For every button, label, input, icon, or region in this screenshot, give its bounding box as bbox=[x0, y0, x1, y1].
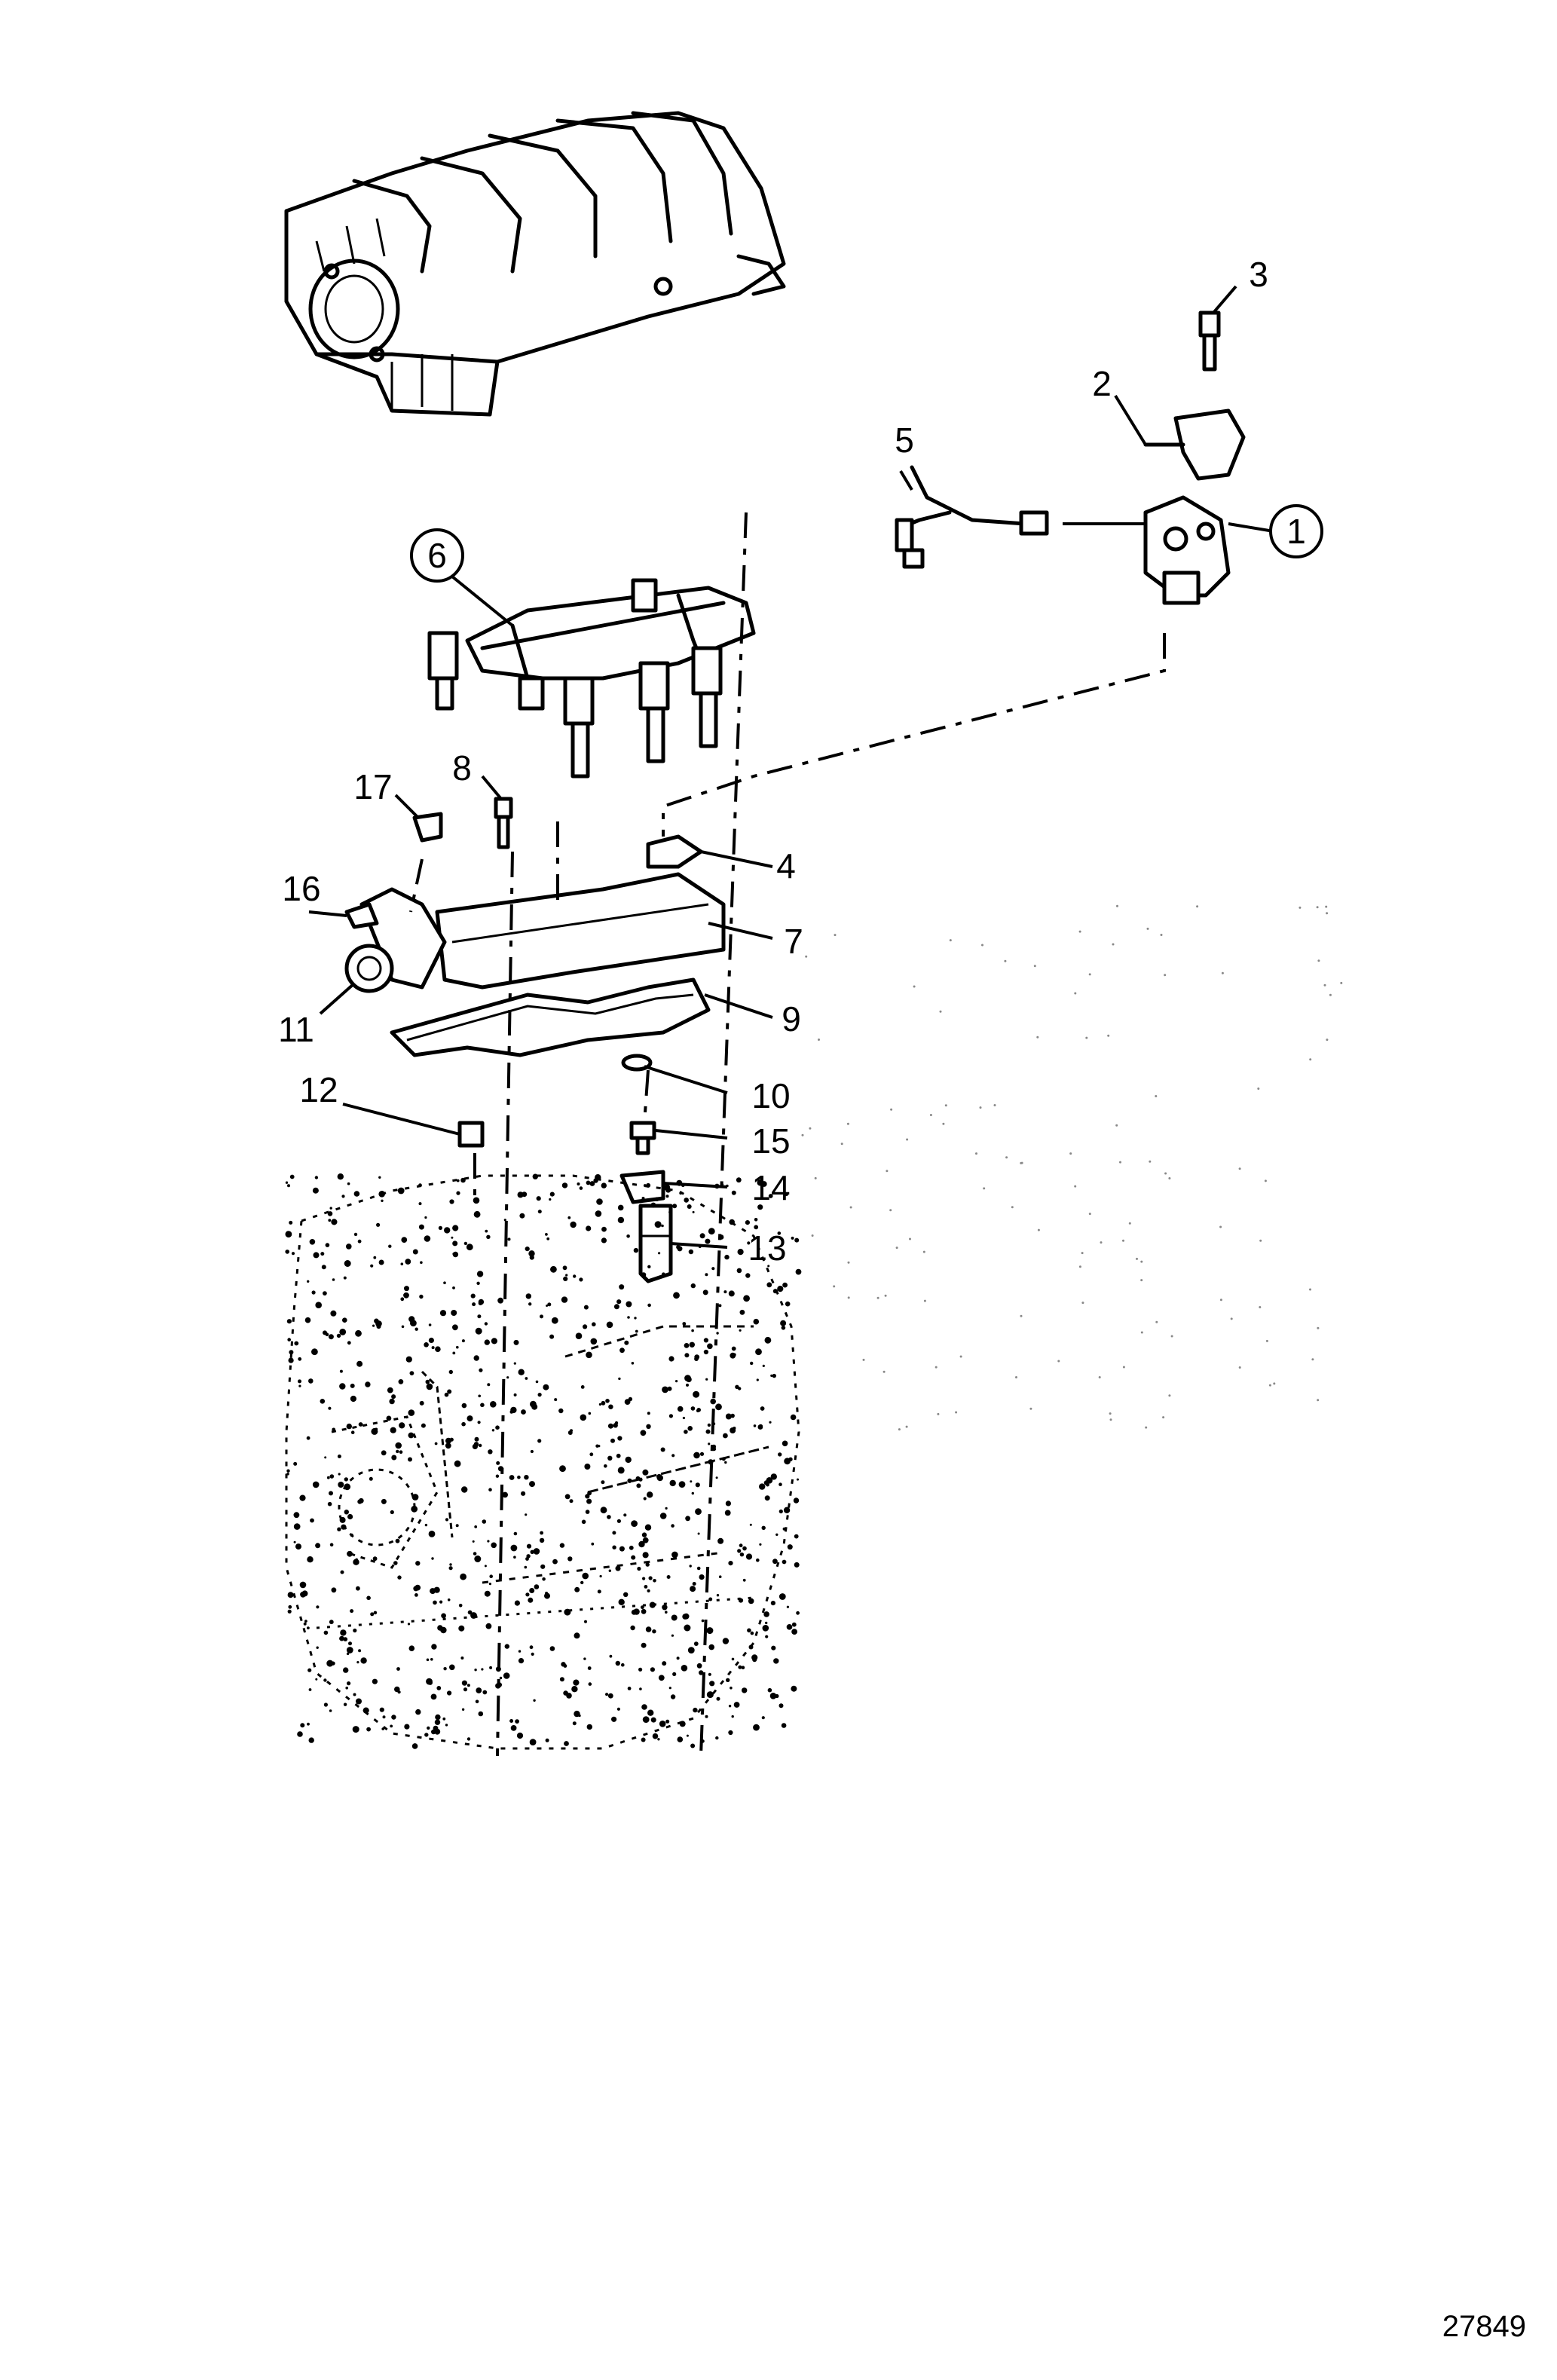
part-5-illustration bbox=[895, 465, 1049, 569]
part-2-illustration bbox=[1143, 408, 1246, 481]
callout-12: 12 bbox=[299, 1070, 338, 1109]
callout-2: 2 bbox=[1092, 364, 1112, 403]
callout-5: 5 bbox=[895, 421, 914, 460]
leader-lines bbox=[308, 285, 1274, 1249]
alignment-lines bbox=[409, 512, 1166, 1757]
callout-11: 11 bbox=[278, 1010, 314, 1049]
callout-4: 4 bbox=[776, 846, 796, 886]
callout-3: 3 bbox=[1249, 255, 1268, 294]
svg-text:1: 1 bbox=[1286, 512, 1306, 551]
figure-number: 27849 bbox=[1442, 2310, 1526, 2343]
fuel-rail-illustration bbox=[427, 578, 756, 779]
callout-13: 13 bbox=[748, 1228, 786, 1268]
engine-block-texture bbox=[285, 904, 1343, 1749]
callout-7: 7 bbox=[784, 922, 803, 961]
gasket-illustration bbox=[390, 977, 711, 1072]
engine-block-illustration bbox=[285, 904, 1343, 1750]
callout-8: 8 bbox=[452, 748, 472, 788]
callout-9: 9 bbox=[782, 999, 801, 1039]
callout-17: 17 bbox=[353, 767, 392, 806]
parts-12-15-illustration bbox=[457, 1121, 673, 1283]
callout-15: 15 bbox=[751, 1121, 790, 1161]
callout-6: 6 bbox=[410, 528, 464, 583]
part-1-illustration bbox=[1143, 495, 1231, 605]
valley-cover-illustration bbox=[344, 797, 726, 993]
fuel-injectors bbox=[427, 578, 723, 779]
callout-14: 14 bbox=[751, 1168, 790, 1207]
callout-1: 1 bbox=[1269, 504, 1323, 558]
callout-16: 16 bbox=[282, 869, 320, 908]
svg-text:6: 6 bbox=[427, 536, 447, 575]
intake-manifold-illustration bbox=[284, 111, 786, 417]
callouts: 1 2 3 4 5 6 7 8 9 10 11 12 13 14 15 16 1… bbox=[278, 255, 1323, 1268]
part-3-illustration bbox=[1198, 311, 1221, 372]
callout-10: 10 bbox=[751, 1076, 790, 1115]
